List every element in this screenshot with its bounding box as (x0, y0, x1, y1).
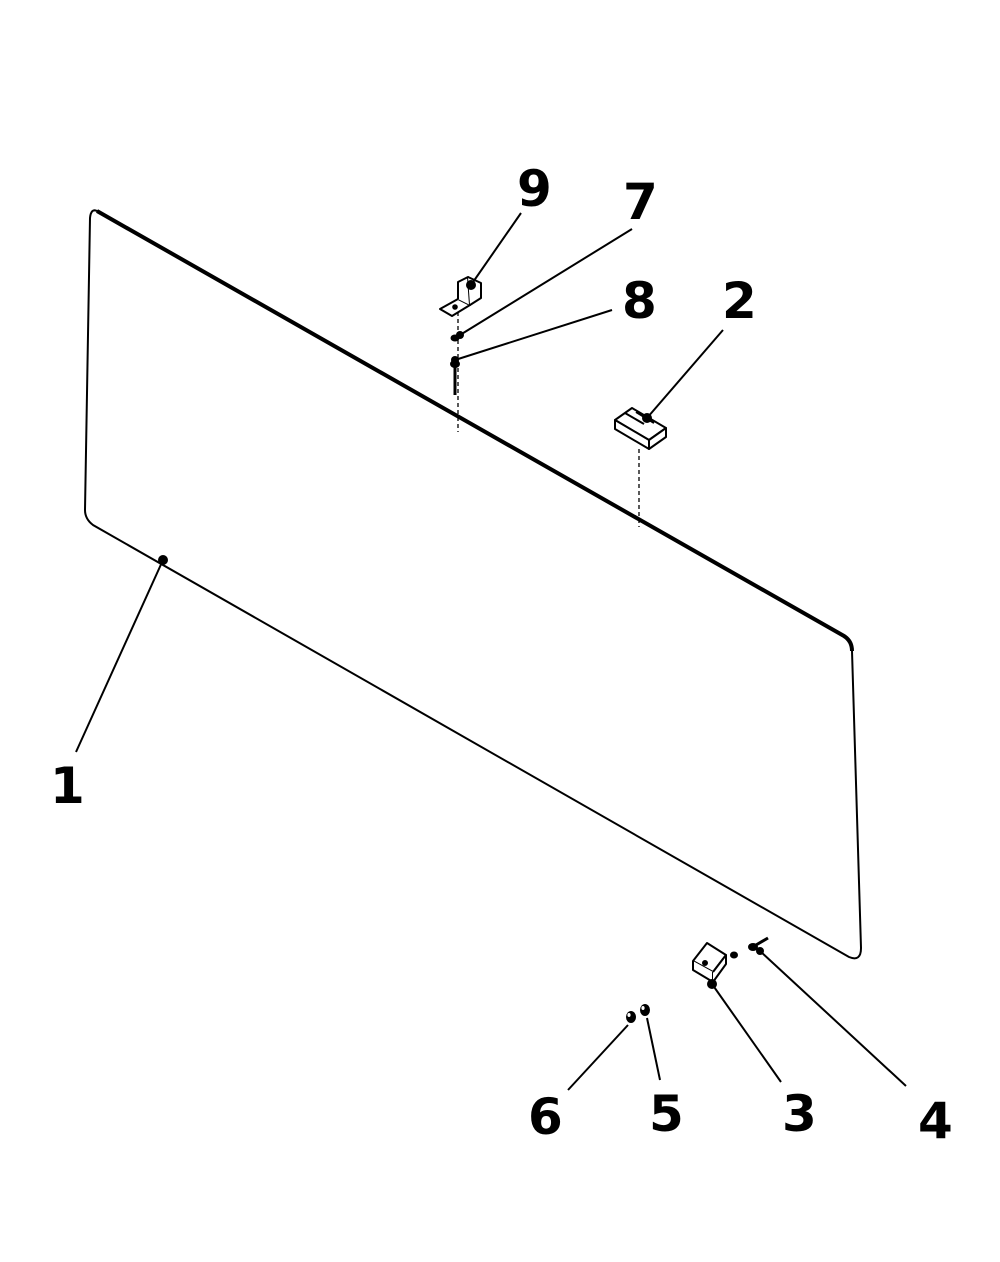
callout-6: 6 (528, 1088, 563, 1146)
lower-screw-part (748, 936, 769, 951)
panel-part (83, 209, 863, 960)
leader-2 (642, 329, 724, 423)
leader-3 (707, 979, 782, 1083)
callout-7: 7 (623, 173, 658, 231)
callout-1: 1 (50, 757, 85, 815)
leader-1 (75, 555, 168, 753)
callout-2: 2 (722, 272, 757, 330)
leader-4 (756, 947, 907, 1087)
leader-6 (567, 1024, 629, 1091)
leader-9 (466, 212, 522, 290)
callout-3: 3 (782, 1085, 817, 1143)
callout-5: 5 (649, 1085, 684, 1143)
callout-8: 8 (622, 272, 657, 330)
lower-washer-part (730, 951, 738, 959)
leader-8 (451, 309, 613, 364)
leader-7 (456, 228, 633, 339)
nut-part (626, 1011, 636, 1023)
leader-5 (646, 1017, 661, 1081)
washer-part (640, 1004, 650, 1016)
leader-lines (75, 212, 907, 1091)
lower-bracket-part (692, 942, 727, 983)
clip-part (614, 407, 667, 450)
callout-numbers: 1 2 3 4 5 6 7 8 9 (50, 160, 953, 1150)
callout-4: 4 (918, 1092, 953, 1150)
callout-9: 9 (517, 160, 552, 218)
